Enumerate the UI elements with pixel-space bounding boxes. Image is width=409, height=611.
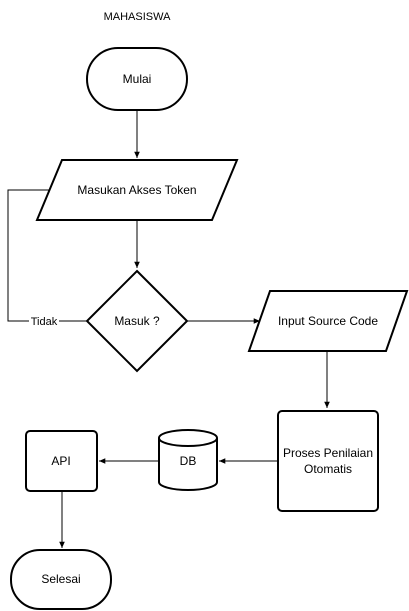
node-api: API bbox=[25, 430, 98, 492]
node-input-source-code: Input Source Code bbox=[247, 290, 409, 352]
diagram-title: MAHASISWA bbox=[104, 11, 171, 23]
node-proses-penilaian-label-1: Proses Penilaian bbox=[283, 446, 373, 460]
node-db: DB bbox=[158, 429, 218, 491]
node-masukan-akses-token: Masukan Akses Token bbox=[35, 159, 239, 221]
node-proses-penilaian: Proses Penilaian Otomatis bbox=[277, 410, 379, 512]
node-selesai: Selesai bbox=[10, 549, 112, 610]
node-mulai: Mulai bbox=[86, 47, 188, 111]
node-input-source-code-label: Input Source Code bbox=[278, 314, 378, 328]
node-masuk-decision: Masuk ? bbox=[85, 269, 189, 373]
edge-label-tidak: Tidak bbox=[31, 316, 58, 328]
node-db-label: DB bbox=[180, 454, 197, 468]
node-mulai-label: Mulai bbox=[123, 72, 152, 86]
node-masukan-akses-token-label: Masukan Akses Token bbox=[77, 183, 196, 197]
node-api-label: API bbox=[51, 454, 70, 468]
edge-label-tidak-bg bbox=[29, 314, 59, 328]
node-masuk-decision-label: Masuk ? bbox=[114, 314, 160, 328]
node-proses-penilaian-label-2: Otomatis bbox=[304, 462, 352, 476]
node-selesai-label: Selesai bbox=[41, 572, 80, 586]
